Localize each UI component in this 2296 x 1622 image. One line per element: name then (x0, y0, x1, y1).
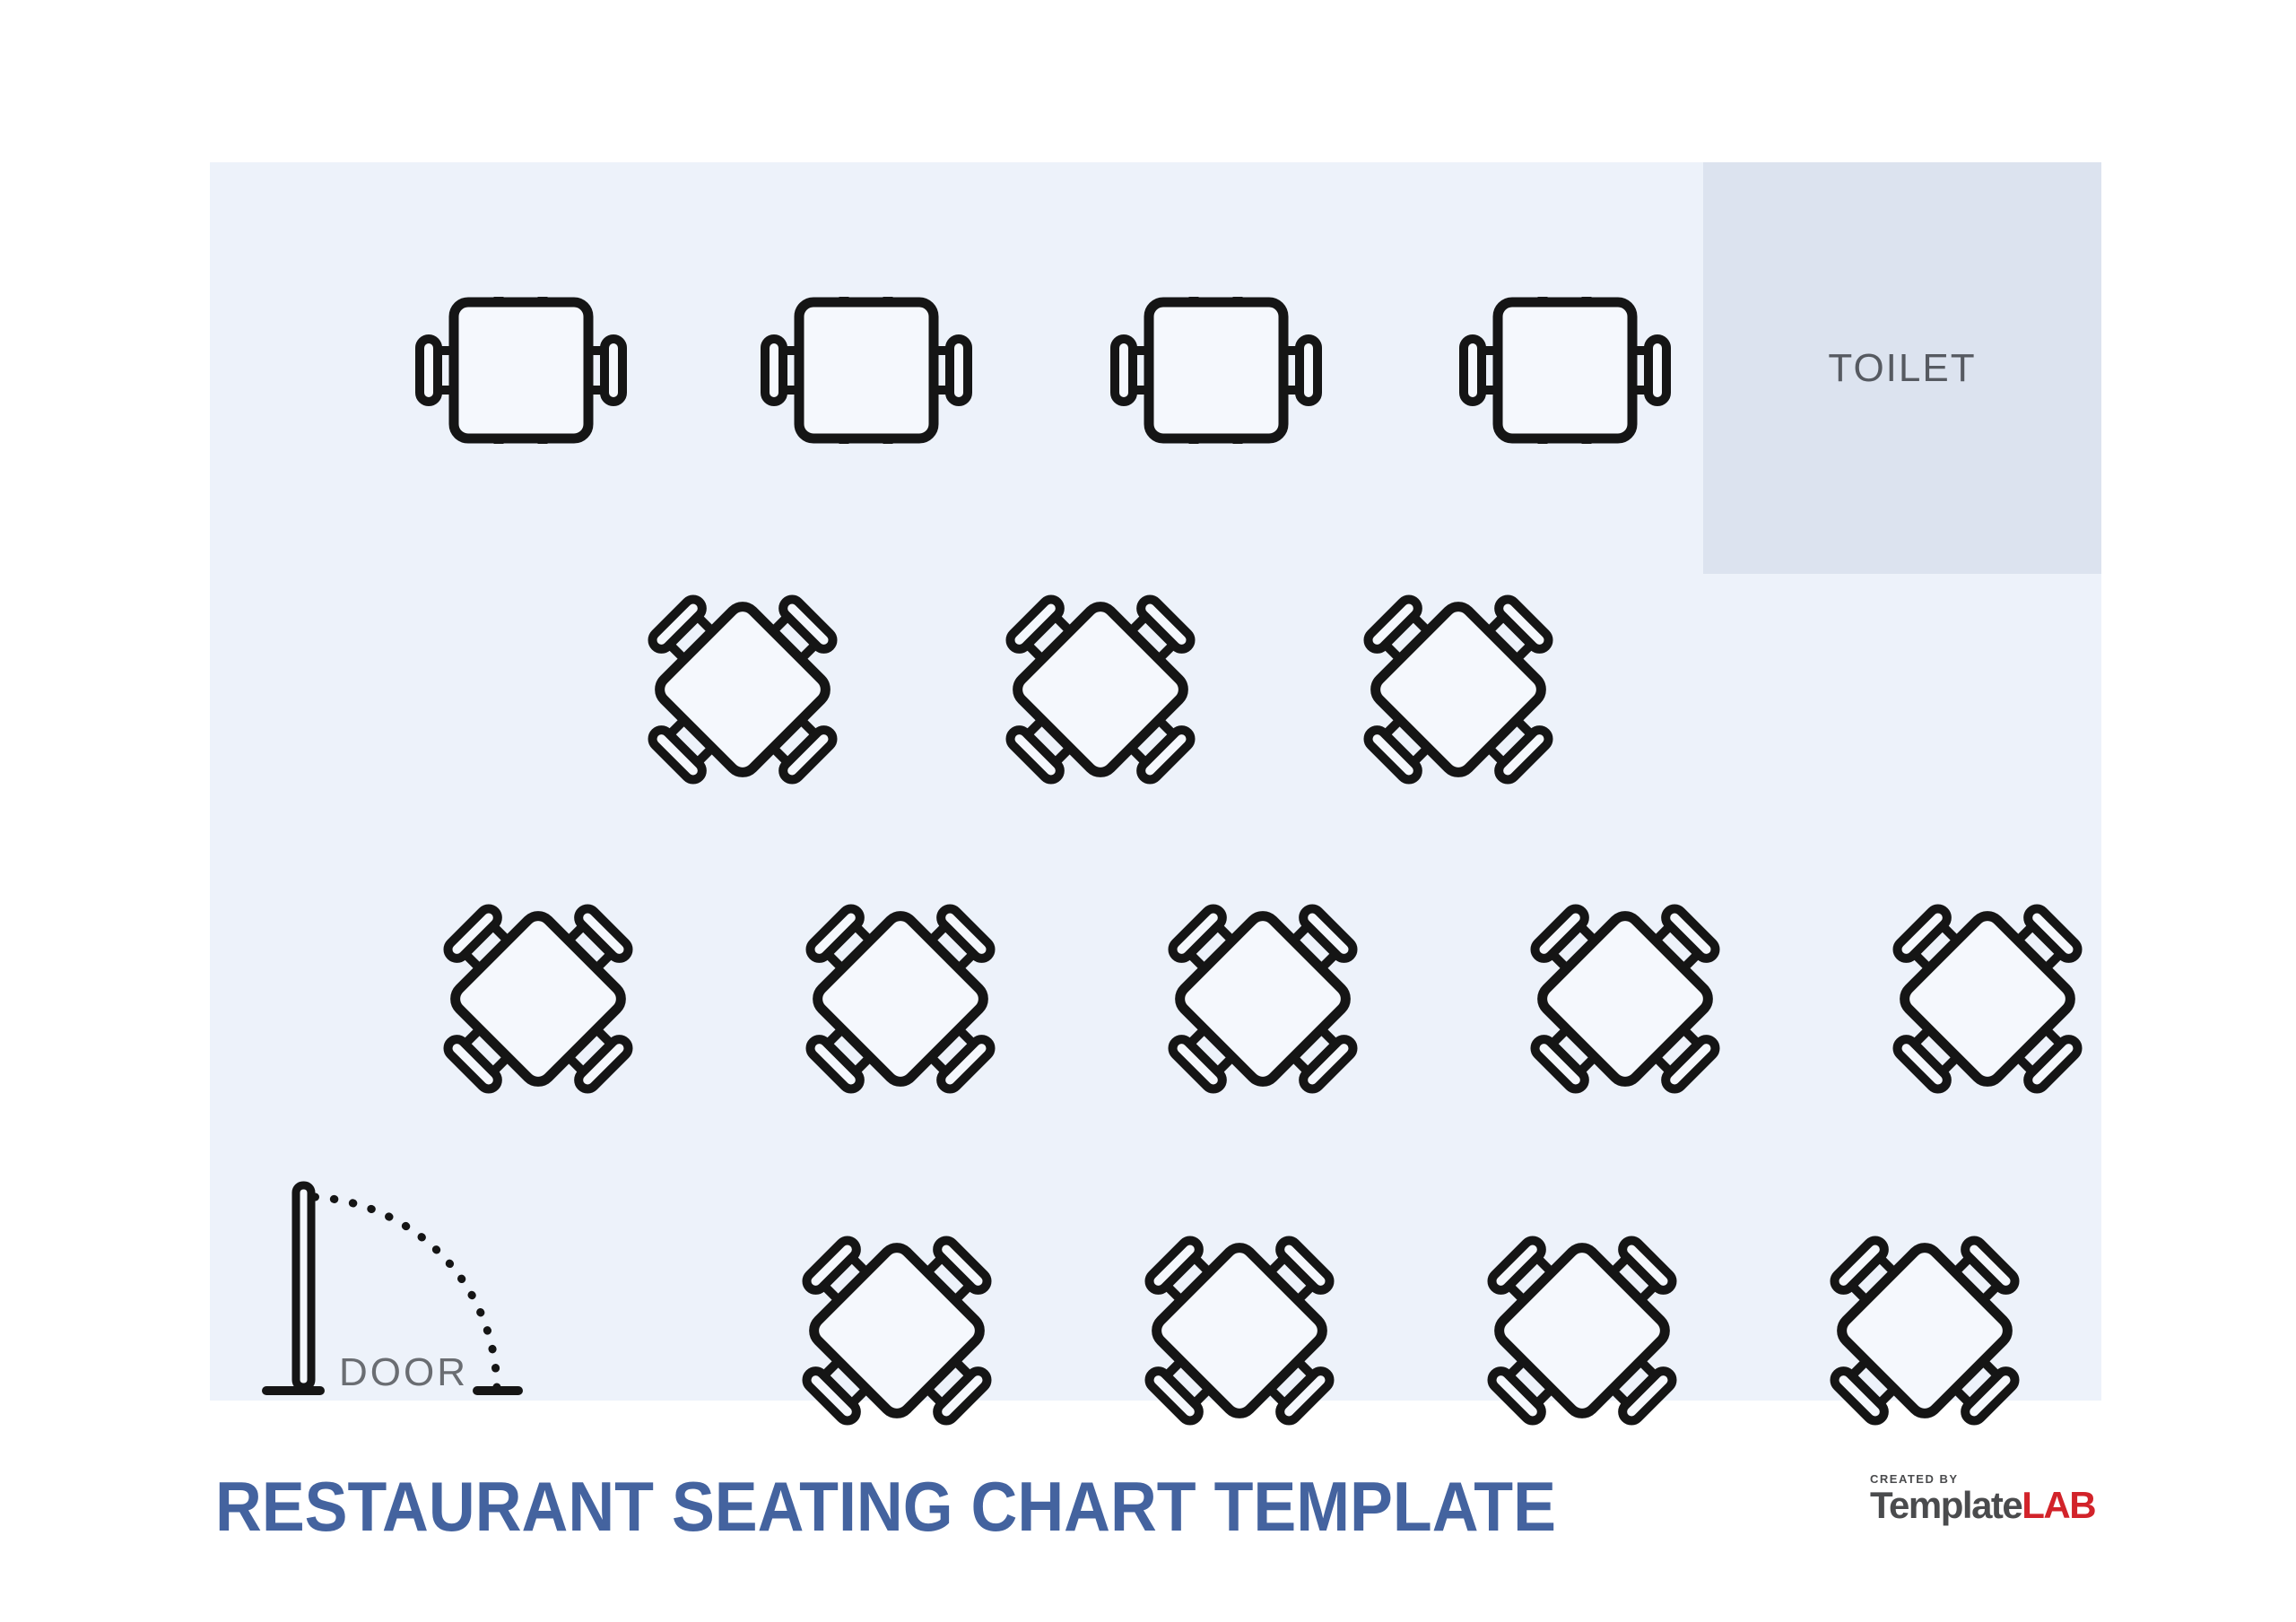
table-4-seats-icon (1720, 1126, 1925, 1331)
logo-brand: TemplateLAB (1870, 1484, 2097, 1526)
table-2-seats-icon (1353, 218, 1565, 370)
table-4-seats-icon (696, 794, 900, 999)
table-4-seats-icon (1783, 794, 1987, 999)
door-icon: DOOR (260, 1170, 529, 1403)
table-4-seats-icon (896, 485, 1100, 690)
templatelab-logo: CREATED BY TemplateLAB (1870, 1472, 2097, 1526)
table-4-seats-icon (1378, 1126, 1582, 1331)
door-label: DOOR (339, 1350, 468, 1394)
table-4-seats-icon (1421, 794, 1625, 999)
door-leaf (291, 1181, 316, 1392)
logo-brand-primary: Template (1870, 1484, 2023, 1526)
table-4-seats-icon (1254, 485, 1458, 690)
table-4-seats-icon (334, 794, 538, 999)
table-2-seats-icon (309, 218, 521, 370)
table-4-seats-icon (1035, 1126, 1239, 1331)
door-swing-arc (310, 1193, 501, 1395)
table-4-seats-icon (692, 1126, 897, 1331)
table-4-seats-icon (538, 485, 743, 690)
toilet-area: TOILET (1703, 162, 2101, 574)
toilet-label: TOILET (1828, 345, 1977, 390)
page-title: RESTAURANT SEATING CHART TEMPLATE (215, 1467, 1556, 1546)
table-2-seats-icon (655, 218, 866, 370)
table-4-seats-icon (1058, 794, 1263, 999)
logo-brand-accent: LAB (2022, 1484, 2096, 1526)
logo-created-by: CREATED BY (1870, 1472, 1959, 1486)
table-2-seats-icon (1004, 218, 1216, 370)
